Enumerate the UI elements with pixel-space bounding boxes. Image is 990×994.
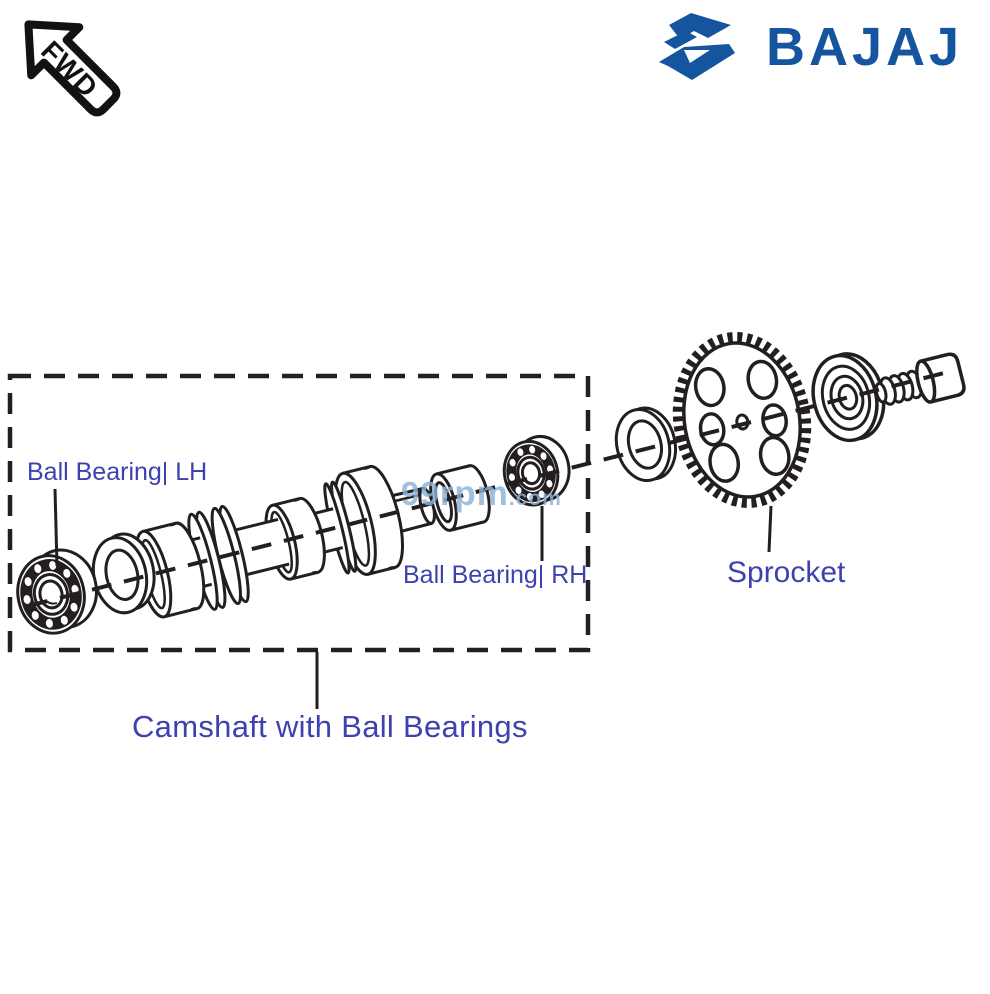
sprocket-part xyxy=(672,332,812,508)
washer-sprocket-part xyxy=(614,406,678,482)
fwd-arrow-icon: FWD xyxy=(24,20,121,117)
watermark-word: rpm xyxy=(439,474,509,513)
label-ball-bearing-rh: Ball Bearing| RH xyxy=(403,561,588,589)
leader-sprocket xyxy=(767,505,773,553)
leader-bearing-lh xyxy=(53,488,59,567)
washer-lh-part xyxy=(91,532,156,615)
bolt-part xyxy=(874,352,966,406)
centerline xyxy=(27,369,953,608)
brand-wordmark: BAJAJ xyxy=(766,17,964,77)
label-camshaft-kit: Camshaft with Ball Bearings xyxy=(132,709,528,744)
bajaj-emblem-icon xyxy=(659,13,735,80)
watermark-suffix: .com xyxy=(508,487,562,510)
label-ball-bearing-lh: Ball Bearing| LH xyxy=(27,458,208,486)
kit-boundary-box xyxy=(7,373,591,653)
ball-bearing-rh-part xyxy=(502,434,571,507)
watermark: 99rpm.com xyxy=(401,474,562,514)
label-sprocket: Sprocket xyxy=(727,556,846,589)
brand-logo: BAJAJ xyxy=(654,6,964,84)
watermark-prefix: 99 xyxy=(401,475,440,512)
ball-bearing-lh-part xyxy=(16,548,98,635)
